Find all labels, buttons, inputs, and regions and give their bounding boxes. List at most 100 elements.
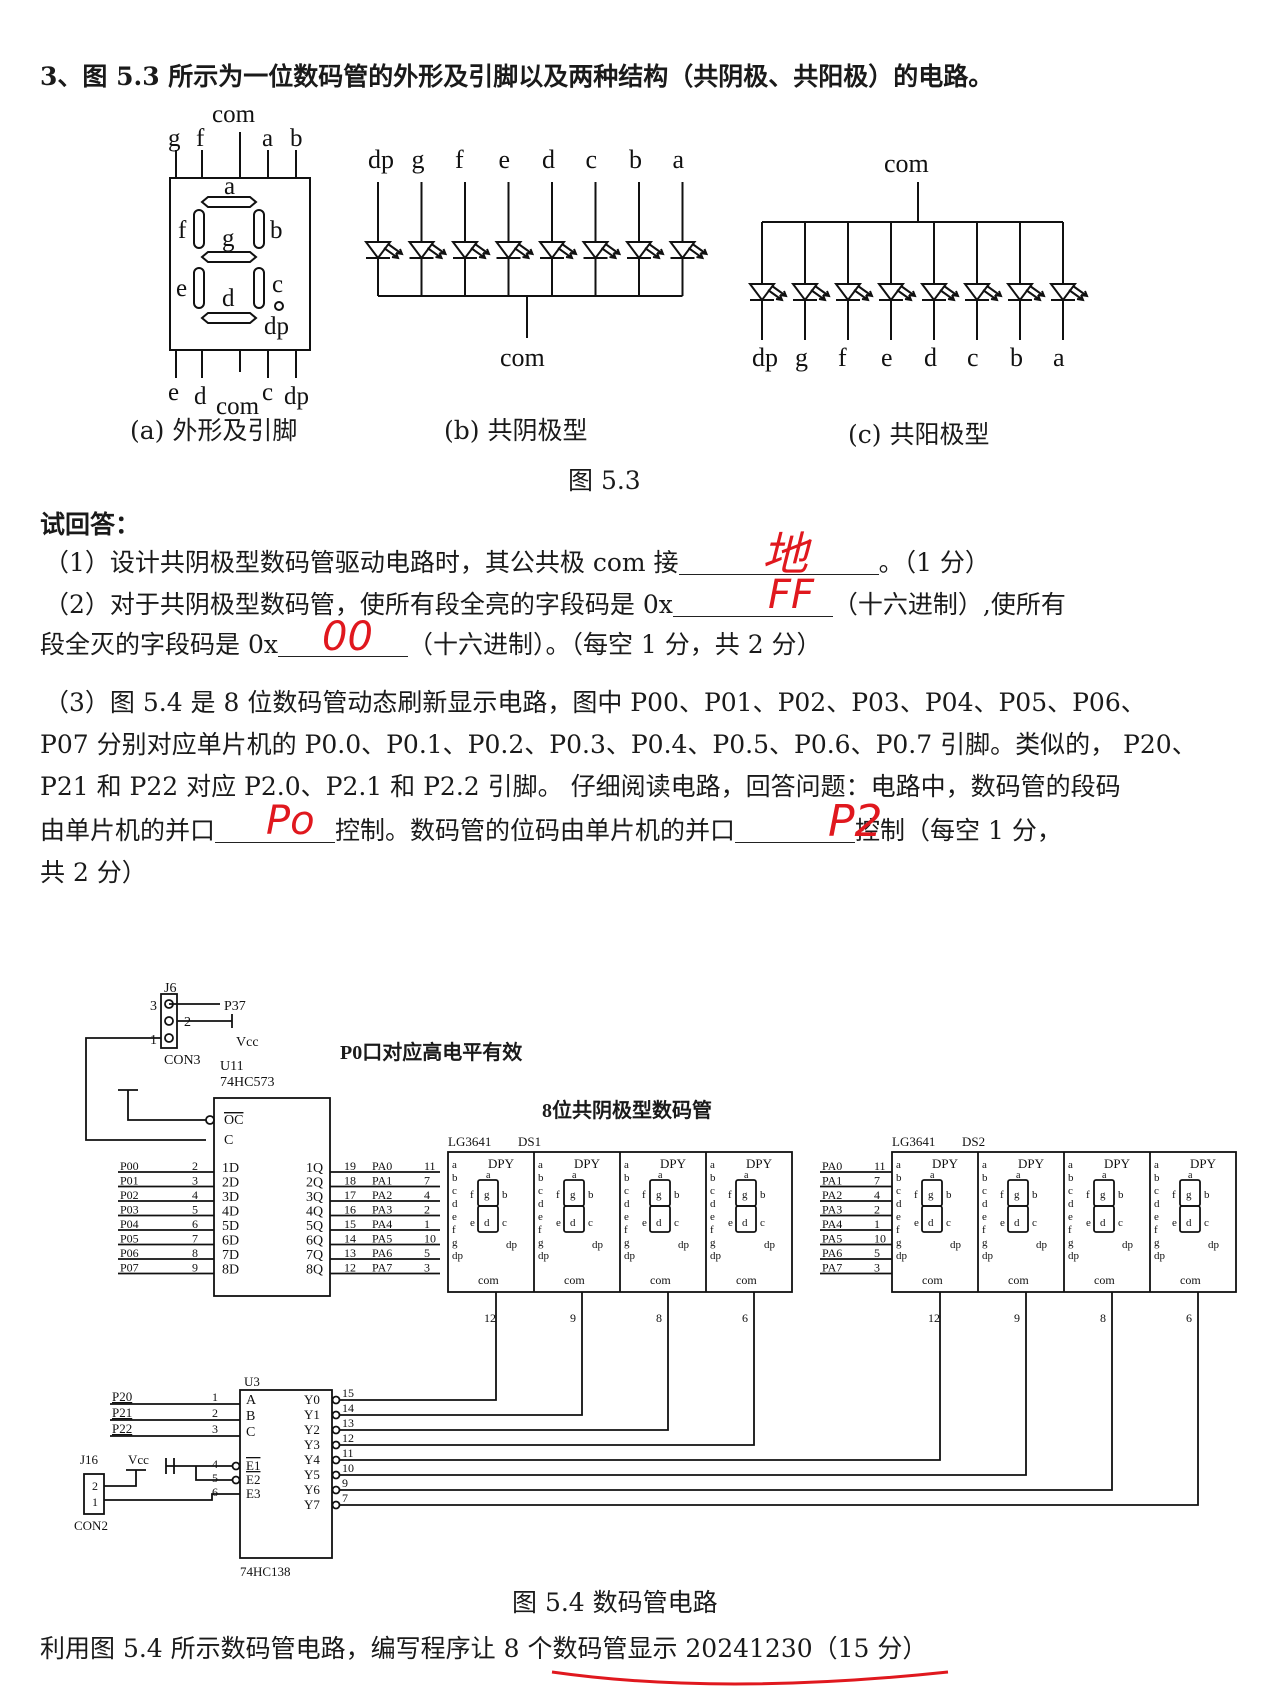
dpy-label: DPY (932, 1156, 959, 1171)
mini-seg: d (928, 1217, 934, 1229)
segment-pin-label: e (1068, 1211, 1073, 1223)
p0-pin-label: P03 (120, 1203, 139, 1217)
pin-label: e (168, 379, 179, 406)
pa-label: PA5 (372, 1232, 392, 1246)
segment-pin-label: dp (538, 1250, 550, 1262)
led-diode (877, 283, 905, 302)
q2-blank-2[interactable] (277, 632, 408, 657)
q3-answer-1: Po (266, 798, 315, 844)
digit-select-wire (340, 1328, 755, 1446)
segment-label: dp (264, 313, 289, 340)
segment-pin-label: a (1068, 1159, 1073, 1171)
segment-pin-label: b (624, 1172, 630, 1184)
module-label: LG3641 (892, 1134, 935, 1149)
mini-seg: a (486, 1170, 491, 1181)
mini-digit-bottom (1007, 1205, 1029, 1233)
segment-pin-label: g (1154, 1237, 1160, 1249)
mini-seg: c (760, 1217, 765, 1229)
question-1: （1）设计共阴极型数码管驱动电路时，其公共极 com 接。（1 分） (44, 548, 990, 578)
mini-seg: e (1086, 1217, 1091, 1229)
oc-bubble (205, 1115, 215, 1125)
diode-label: a (673, 145, 685, 174)
segment-pin-label: dp (982, 1250, 994, 1262)
j16-label: J16 (80, 1452, 99, 1467)
digit-select-wire (340, 1328, 1027, 1476)
pin-number: 5 (424, 1246, 430, 1260)
q3-blank-1[interactable] (215, 818, 336, 843)
y-bubble (331, 1395, 341, 1405)
y-bubble (331, 1425, 341, 1435)
digit-select-wire (340, 1328, 669, 1431)
segment-pin-label: a (896, 1159, 901, 1171)
pa-label: PA6 (822, 1246, 842, 1260)
p2-label: P21 (112, 1405, 132, 1420)
question-3-line2: P07 分别对应单片机的 P0.0、P0.1、P0.2、P0.3、P0.4、P0… (40, 730, 1197, 759)
questions-intro: 试回答： (40, 510, 141, 539)
y-pin-label: Y1 (304, 1407, 320, 1422)
led-diode-light (470, 243, 491, 260)
segment-pin-label: c (982, 1185, 987, 1197)
segment-pin-label: dp (710, 1250, 722, 1262)
segment-pin-label: f (452, 1224, 456, 1236)
led-diode (407, 241, 436, 260)
led-diode-light (939, 285, 960, 302)
q2-blank-1[interactable] (672, 592, 833, 617)
mini-seg: a (658, 1170, 663, 1181)
mini-seg: b (1118, 1189, 1124, 1201)
pin-number: 10 (424, 1232, 436, 1246)
pin-label: c (262, 379, 273, 406)
mini-digit-bottom (477, 1205, 499, 1233)
pin-number: 2 (424, 1203, 430, 1217)
display-title: 8位共阴极型数码管 (542, 1100, 712, 1122)
pin-number: 1 (150, 1033, 157, 1048)
segment-label: b (270, 217, 283, 244)
q-pin-label: 8Q (306, 1263, 323, 1278)
c-pin-label: C (224, 1133, 233, 1148)
segment-pin-label: c (1068, 1185, 1073, 1197)
pin-number: 18 (344, 1174, 356, 1188)
pin-label: f (196, 125, 205, 152)
p0-note: P0口对应高电平有效 (340, 1042, 523, 1064)
com-pin-label: com (650, 1273, 671, 1287)
diode-label: b (1010, 343, 1023, 372)
mini-seg: dp (592, 1239, 604, 1251)
q1-answer: 地 (762, 527, 808, 581)
com-pin-label: com (1094, 1273, 1115, 1287)
led-diode (920, 283, 948, 302)
pin-number: 16 (344, 1203, 356, 1217)
q3-line4-tail: 控制（每空 1 分， (855, 816, 1062, 845)
com-pin-label: com (736, 1273, 757, 1287)
q3-blank-2[interactable] (735, 818, 856, 843)
pin-label: d (194, 383, 207, 410)
q1-blank[interactable] (678, 550, 879, 575)
led-diode-light (1025, 285, 1046, 302)
segment-pin-label: c (538, 1185, 543, 1197)
q2-line2-text: 段全灭的字段码是 0x (40, 630, 278, 659)
mini-seg: d (484, 1217, 490, 1229)
p0-pin-label: P04 (120, 1217, 139, 1231)
q2-answer-1: FF (768, 572, 815, 618)
p0-pin-label: P06 (120, 1246, 139, 1260)
diode-label: g (412, 145, 425, 174)
segment-pin-label: dp (624, 1250, 636, 1262)
led-diode (494, 241, 523, 260)
q2-tail: （十六进制）。（每空 1 分，共 2 分） (407, 630, 822, 659)
led-diode (581, 241, 610, 260)
mini-seg: f (470, 1189, 474, 1201)
pin-number: 11 (424, 1159, 436, 1173)
dpy-label: DPY (1190, 1156, 1217, 1171)
mini-seg: dp (1208, 1239, 1220, 1251)
segment-pin-label: a (710, 1159, 715, 1171)
mini-digit-bottom (735, 1205, 757, 1233)
segment-pin-label: d (1068, 1198, 1074, 1210)
pin-number: 5 (212, 1471, 218, 1485)
digit-select-wire (340, 1328, 1199, 1506)
pin-number: 14 (342, 1401, 354, 1415)
led-diode-light (687, 243, 709, 260)
wire (127, 1090, 206, 1121)
mini-seg: e (642, 1217, 647, 1229)
diode-label: f (838, 343, 847, 372)
led-diode (625, 241, 653, 260)
led-diode-light (896, 285, 917, 302)
pin-number: 9 (570, 1311, 576, 1325)
